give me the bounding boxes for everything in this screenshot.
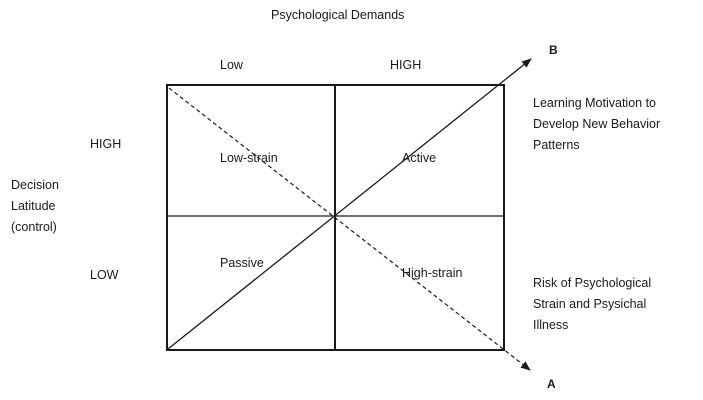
quadrant-low-strain: Low-strain xyxy=(220,151,278,165)
y-axis-label: Decision Latitude (control) xyxy=(11,175,59,238)
row-label-high: HIGH xyxy=(90,137,122,151)
quadrant-passive: Passive xyxy=(220,256,264,270)
y-axis-label-line-2: Latitude xyxy=(11,199,56,213)
diagonal-a-description: Risk of Psychological Strain and Psysich… xyxy=(533,273,651,336)
diagonal-b-arrow xyxy=(167,58,532,350)
b-description-line-1: Learning Motivation to xyxy=(533,96,656,110)
row-label-low: LOW xyxy=(90,268,119,282)
diagonal-a-arrow xyxy=(168,87,531,371)
y-axis-label-line-3: (control) xyxy=(11,220,57,234)
b-description-line-2: Develop New Behavior xyxy=(533,117,661,131)
b-description-line-3: Patterns xyxy=(533,138,580,152)
a-description-line-3: Illness xyxy=(533,318,569,332)
chart-title: Psychological Demands xyxy=(271,8,405,22)
quadrant-high-strain: High-strain xyxy=(402,266,463,280)
a-description-line-1: Risk of Psychological xyxy=(533,276,652,290)
y-axis-label-line-1: Decision xyxy=(11,178,59,192)
column-label-high: HIGH xyxy=(390,58,422,72)
diagonal-b-label: B xyxy=(549,43,558,57)
diagonal-a-label: A xyxy=(547,377,556,391)
diagonal-b-description: Learning Motivation to Develop New Behav… xyxy=(533,93,660,156)
quadrant-active: Active xyxy=(402,151,437,165)
column-label-low: Low xyxy=(220,58,243,72)
a-description-line-2: Strain and Psysichal xyxy=(533,297,647,311)
